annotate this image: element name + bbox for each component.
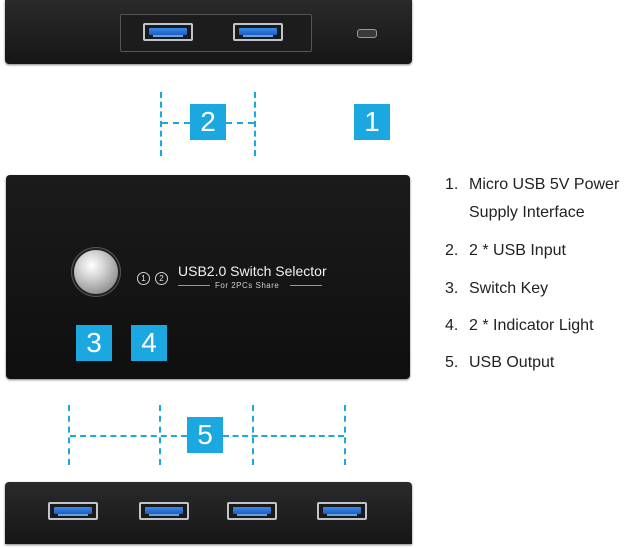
legend-text-line2: Supply Interface <box>469 204 585 221</box>
device-top-view <box>5 0 412 64</box>
legend-text: 2 * Indicator Light <box>469 317 594 334</box>
usb-output-port-3 <box>227 502 277 520</box>
callout-badge-3: 3 <box>76 325 112 361</box>
legend-text: USB Output <box>469 354 555 371</box>
callout-2-right-dash <box>226 122 254 124</box>
switch-key-button <box>74 250 118 294</box>
legend-text: 2 * USB Input <box>469 242 566 259</box>
legend-number: 5. <box>445 354 459 371</box>
callout-badge-2: 2 <box>190 104 226 140</box>
panel-subtitle: For 2PCs Share <box>215 281 280 290</box>
usb-input-port-1 <box>143 23 193 41</box>
indicator-light-2: 2 <box>155 272 168 285</box>
callout-5-guide-1 <box>68 405 70 465</box>
usb-output-port-1 <box>48 502 98 520</box>
micro-usb-port <box>357 29 377 38</box>
callout-5-right-dash <box>223 435 344 437</box>
callout-2-left-dash <box>162 122 190 124</box>
indicator-light-1: 1 <box>137 272 150 285</box>
usb-input-port-2 <box>233 23 283 41</box>
callout-badge-4: 4 <box>131 325 167 361</box>
callout-badge-1: 1 <box>354 104 390 140</box>
panel-title: USB2.0 Switch Selector <box>178 263 327 279</box>
legend-text: Switch Key <box>469 280 549 297</box>
device-front-panel <box>6 175 410 379</box>
subtitle-right-rule <box>290 285 322 286</box>
callout-2-right-guide <box>254 92 256 156</box>
callout-5-guide-4 <box>344 405 346 465</box>
legend-number: 3. <box>445 280 459 297</box>
device-bottom-view <box>5 482 412 544</box>
legend-number: 4. <box>445 317 459 334</box>
subtitle-left-rule <box>178 285 210 286</box>
usb-output-port-4 <box>317 502 367 520</box>
callout-5-left-dash <box>70 435 187 437</box>
legend-number: 2. <box>445 242 459 259</box>
callout-2-left-guide <box>160 92 162 156</box>
usb-input-recess <box>120 14 312 52</box>
legend-text: Micro USB 5V Power <box>469 176 620 193</box>
callout-badge-5: 5 <box>187 417 223 453</box>
legend-number: 1. <box>445 176 459 193</box>
usb-output-port-2 <box>139 502 189 520</box>
